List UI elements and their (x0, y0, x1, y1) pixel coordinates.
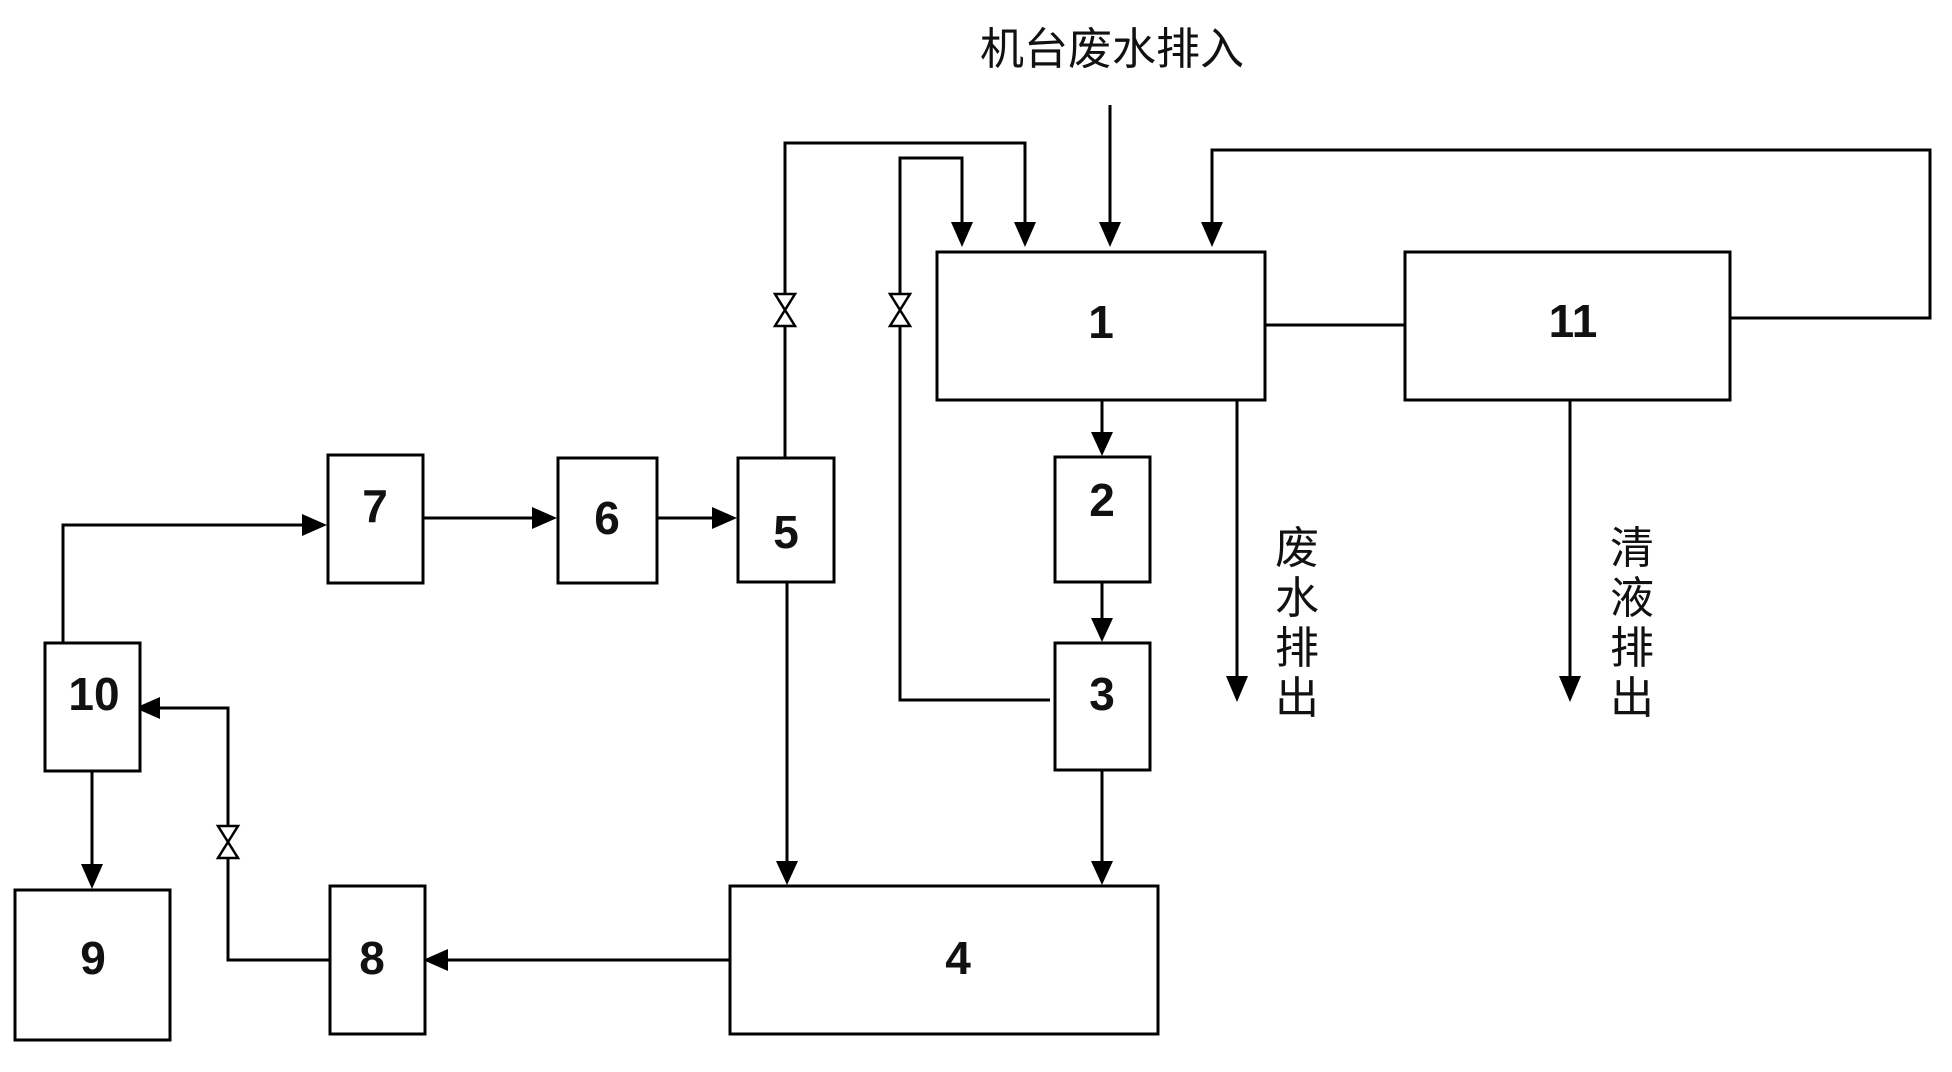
unit-label-2: 2 (1089, 474, 1115, 526)
unit-label-1: 1 (1088, 296, 1114, 348)
arrowhead-4-to-8 (423, 949, 448, 971)
arrowhead-7-to-6 (532, 507, 557, 529)
waste-discharge-char: 出 (1275, 673, 1319, 724)
clear-discharge-label: 清 液 排 出 (1610, 523, 1654, 724)
valve-icon (887, 292, 913, 328)
unit-box-5 (736, 456, 836, 584)
unit-box-1 (935, 250, 1267, 402)
unit-label-8: 8 (359, 932, 385, 984)
arrowhead-10-to-9 (81, 864, 103, 889)
waste-discharge-label: 废 水 排 出 (1275, 523, 1319, 724)
waste-discharge-char: 排 (1275, 623, 1319, 674)
arrowhead-2-to-3 (1091, 618, 1113, 642)
recycle-line-3-to-1 (898, 156, 1050, 702)
return-line-11-to-1 (1210, 148, 1932, 320)
clear-discharge-char: 清 (1610, 523, 1654, 574)
unit-label-3: 3 (1089, 668, 1115, 720)
unit-label-9: 9 (80, 932, 106, 984)
unit-label-4: 4 (945, 932, 971, 984)
unit-box-10 (43, 641, 142, 773)
unit-box-8 (328, 884, 427, 1036)
arrowhead-10-to-7 (302, 514, 327, 536)
unit-label-10: 10 (68, 668, 119, 720)
unit-box-11 (1403, 250, 1732, 402)
unit-box-2 (1053, 455, 1152, 584)
clear-discharge-char: 出 (1610, 673, 1654, 724)
valve-icon (772, 292, 798, 328)
unit-box-3 (1053, 641, 1152, 772)
line-8-to-10 (150, 706, 330, 962)
unit-box-7 (326, 453, 425, 585)
unit-label-5: 5 (773, 506, 799, 558)
arrowhead-5-to-4 (776, 861, 798, 885)
unit-label-6: 6 (594, 492, 620, 544)
unit-box-6 (556, 456, 659, 585)
waste-discharge-char: 水 (1275, 573, 1319, 624)
valve-icon (215, 824, 241, 860)
arrowhead-recycle-5 (1014, 222, 1036, 247)
arrowhead-3-to-4 (1091, 861, 1113, 885)
inlet-label: 机台废水排入 (980, 24, 1244, 75)
arrowhead-clear (1559, 676, 1581, 702)
unit-label-11: 11 (1549, 295, 1598, 347)
waste-discharge-char: 废 (1275, 523, 1319, 574)
arrowhead-6-to-5 (712, 507, 737, 529)
line-10-to-7 (61, 523, 312, 643)
arrowhead-recycle-3 (951, 222, 973, 247)
arrowhead-return-11 (1201, 222, 1223, 247)
arrowhead-8-to-10 (135, 697, 160, 719)
arrowhead-waste (1226, 676, 1248, 702)
unit-label-7: 7 (362, 480, 388, 532)
arrowhead-1-to-2 (1091, 432, 1113, 456)
unit-box-4 (728, 884, 1160, 1036)
clear-discharge-char: 排 (1610, 623, 1654, 674)
clear-discharge-char: 液 (1610, 573, 1654, 624)
unit-box-9 (13, 888, 172, 1042)
arrowhead-inlet (1099, 222, 1121, 247)
